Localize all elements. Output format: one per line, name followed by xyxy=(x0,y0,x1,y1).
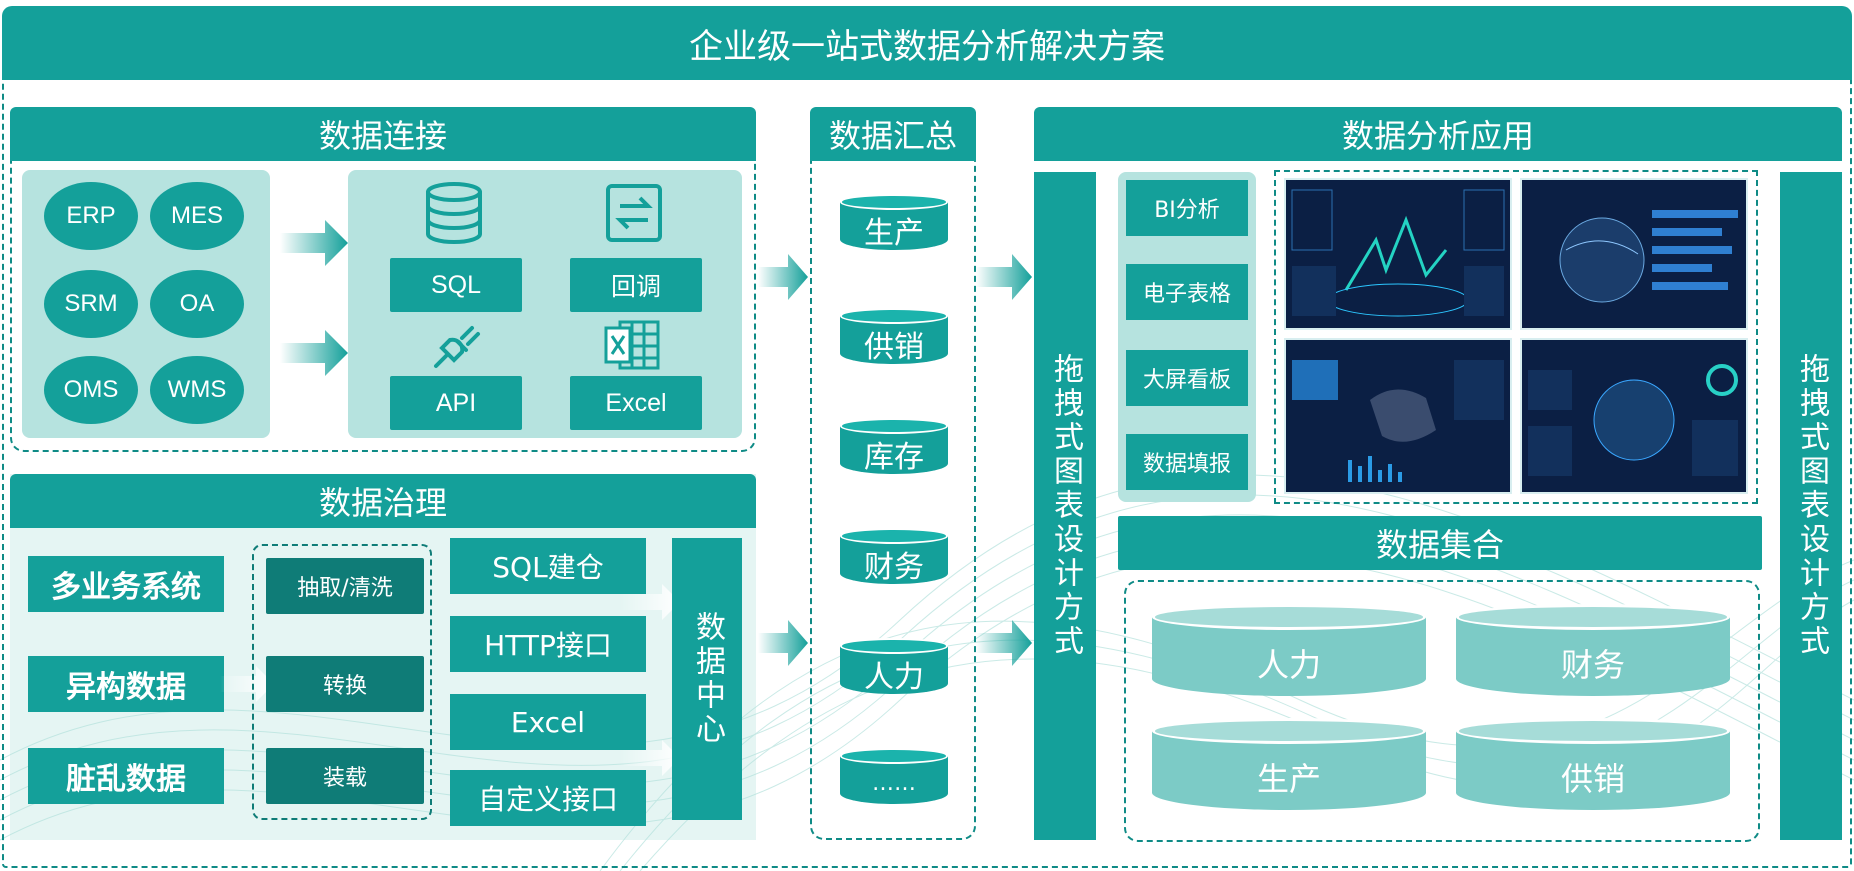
page-title: 企业级一站式数据分析解决方案 xyxy=(2,6,1852,80)
collection-item-hr: 人力 xyxy=(1152,604,1426,696)
collection-header: 数据集合 xyxy=(1118,516,1762,570)
collection-item-finance: 财务 xyxy=(1456,604,1730,696)
app-bi: BI分析 xyxy=(1126,180,1248,236)
steps-frame xyxy=(252,544,432,820)
collection-item-production: 生产 xyxy=(1152,718,1426,810)
arrow-right-icon xyxy=(220,666,274,702)
system-mes: MES xyxy=(150,182,244,250)
connect-header: 数据连接 xyxy=(10,107,756,161)
dashboard-thumbnail xyxy=(1284,338,1512,494)
excel-icon xyxy=(604,320,660,370)
governance-header: 数据治理 xyxy=(10,474,756,528)
arrow-right-icon xyxy=(280,330,348,376)
source-dirty: 脏乱数据 xyxy=(28,748,224,804)
source-multi-business: 多业务系统 xyxy=(28,556,224,612)
gov-method-http: HTTP接口 xyxy=(450,616,646,672)
data-center: 数据中心 xyxy=(672,538,742,820)
system-srm: SRM xyxy=(44,270,138,338)
app-dashboard: 大屏看板 xyxy=(1126,350,1248,406)
gov-method-sql: SQL建仓 xyxy=(450,538,646,594)
callback-icon xyxy=(606,184,662,242)
system-oms: OMS xyxy=(44,356,138,424)
app-spreadsheet: 电子表格 xyxy=(1126,264,1248,320)
step-load: 装载 xyxy=(266,748,424,804)
summary-item-production: 生产 xyxy=(840,194,948,251)
arrow-right-icon xyxy=(620,584,680,620)
method-api: API xyxy=(390,376,522,430)
summary-item-more: …… xyxy=(840,748,948,804)
collection-frame xyxy=(1124,580,1760,842)
plug-icon xyxy=(434,326,480,368)
summary-item-finance: 财务 xyxy=(840,528,948,585)
dashboard-thumbnail xyxy=(1520,178,1748,330)
step-transform: 转换 xyxy=(266,656,424,712)
analysis-side-right: 拖拽式图表设计方式 xyxy=(1780,172,1842,840)
arrow-right-icon xyxy=(758,620,808,666)
dashboard-thumbnail xyxy=(1520,338,1748,494)
step-extract-clean: 抽取/清洗 xyxy=(266,558,424,614)
database-icon xyxy=(426,182,482,244)
summary-item-supply-sales: 供销 xyxy=(840,308,948,365)
gov-method-custom: 自定义接口 xyxy=(450,770,646,826)
summary-item-inventory: 库存 xyxy=(840,418,948,475)
system-oa: OA xyxy=(150,270,244,338)
dashboard-thumbnail xyxy=(1284,178,1512,330)
collection-item-supply-sales: 供销 xyxy=(1456,718,1730,810)
analysis-header: 数据分析应用 xyxy=(1034,107,1842,161)
system-erp: ERP xyxy=(44,182,138,250)
method-callback: 回调 xyxy=(570,258,702,312)
gov-method-excel: Excel xyxy=(450,694,646,750)
arrow-right-icon xyxy=(758,254,808,300)
app-data-fill: 数据填报 xyxy=(1126,434,1248,490)
dashboard-gallery xyxy=(1274,170,1758,504)
source-heterogeneous: 异构数据 xyxy=(28,656,224,712)
summary-item-hr: 人力 xyxy=(840,638,948,695)
analysis-side-left: 拖拽式图表设计方式 xyxy=(1034,172,1096,840)
method-sql: SQL xyxy=(390,258,522,312)
arrow-right-icon xyxy=(280,220,348,266)
system-wms: WMS xyxy=(150,356,244,424)
arrow-right-icon xyxy=(976,620,1032,666)
summary-header: 数据汇总 xyxy=(810,107,976,161)
arrow-right-icon xyxy=(620,740,680,776)
method-excel: Excel xyxy=(570,376,702,430)
arrow-right-icon xyxy=(976,254,1032,300)
